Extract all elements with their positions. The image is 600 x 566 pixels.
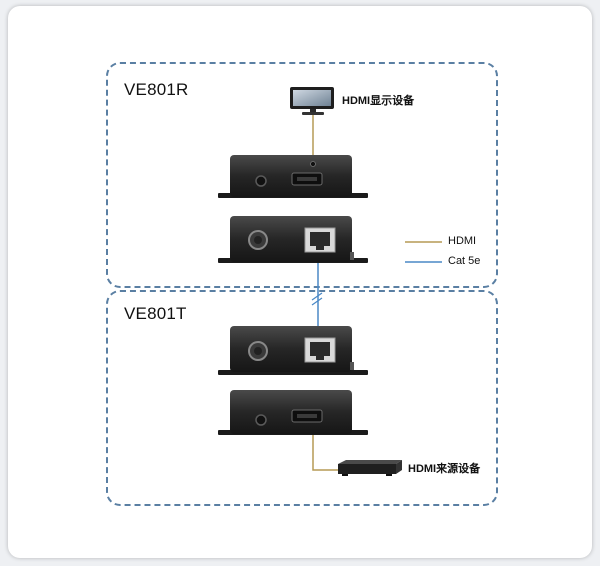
cable-break-icon: [311, 292, 323, 306]
source-device-label: HDMI来源设备: [408, 463, 481, 475]
transmitter-unit-rj45-side: [218, 326, 368, 375]
display-device-label: HDMI显示设备: [342, 95, 415, 107]
receiver-group-label: VE801R: [124, 80, 189, 99]
legend-cat5-label: Cat 5e: [448, 255, 481, 267]
receiver-unit-hdmi-side: [218, 155, 368, 198]
source-box-icon: [338, 460, 402, 476]
transmitter-group-label: VE801T: [124, 304, 187, 323]
monitor-icon: [290, 87, 334, 115]
receiver-group-box: [106, 62, 498, 288]
hdmi-cable-source: [312, 430, 340, 471]
transmitter-group-box: [106, 290, 498, 506]
receiver-unit-rj45-side: [218, 216, 368, 263]
transmitter-unit-hdmi-side: [218, 390, 368, 435]
legend-hdmi-label: HDMI: [448, 235, 477, 247]
